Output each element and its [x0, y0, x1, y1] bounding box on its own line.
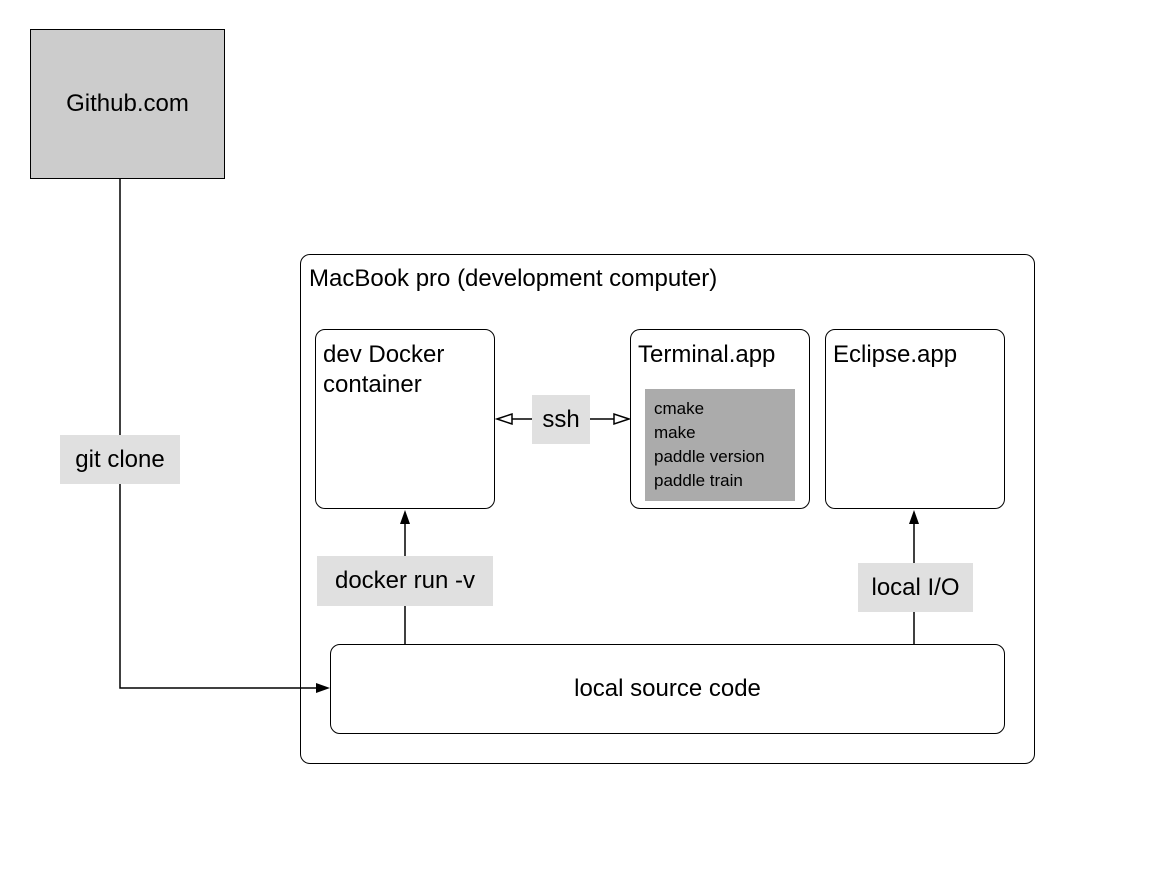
docker-label-line2: container — [323, 371, 422, 398]
eclipse-node — [825, 329, 1005, 509]
terminal-label: Terminal.app — [638, 341, 776, 368]
git-clone-tag: git clone — [60, 435, 180, 484]
command-item: paddle version — [654, 447, 765, 466]
ssh-arrowhead-left — [494, 412, 513, 426]
macbook-node — [300, 254, 1035, 764]
command-item: cmake — [654, 399, 705, 418]
github-label: Github.com — [66, 90, 189, 117]
ssh-tag: ssh — [532, 395, 590, 444]
source-node: local source code — [330, 644, 1005, 734]
git-clone-connector — [119, 179, 318, 689]
macbook-label: MacBook pro (development computer) — [309, 265, 718, 292]
source-label: local source code — [574, 675, 761, 702]
docker-run-arrowhead — [400, 510, 410, 524]
ssh-arrowhead-right — [613, 412, 632, 426]
local-io-arrowhead-up — [909, 510, 919, 524]
command-item: paddle train — [654, 471, 743, 490]
command-item: make — [654, 423, 696, 442]
docker-node — [315, 329, 495, 509]
git-clone-arrowhead — [316, 683, 330, 693]
terminal-commands: cmake make paddle version paddle train — [645, 389, 795, 501]
docker-label-line1: dev Docker — [323, 341, 445, 368]
local-io-tag: local I/O — [858, 563, 973, 612]
docker-run-tag: docker run -v — [317, 556, 493, 606]
github-node: Github.com — [30, 29, 225, 179]
eclipse-label: Eclipse.app — [833, 341, 958, 368]
